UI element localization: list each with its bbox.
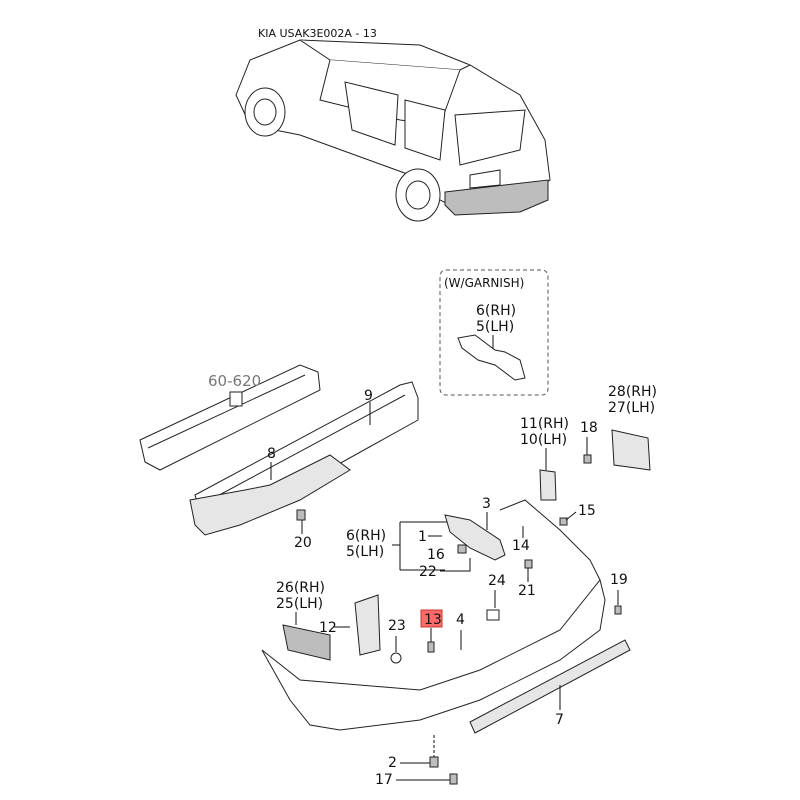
callout-20: 20: [294, 535, 312, 551]
callout-17: 17: [375, 772, 393, 788]
vehicle-illustration: [235, 39, 551, 222]
callout-1: 1: [418, 529, 427, 545]
part-4-bumper-cover: 4: [261, 499, 606, 731]
callout-13-highlight: [420, 609, 443, 628]
bottom-fasteners: 2 17: [375, 735, 458, 788]
back-beam: 60-620: [139, 364, 321, 471]
rear-bumper-highlight: [444, 179, 549, 216]
part-8: 8: [189, 446, 351, 536]
callout-8: 8: [267, 446, 276, 462]
part-11-10-bracket: 11(RH) 10(LH) 18: [520, 416, 598, 501]
inset-title: (W/GARNISH): [444, 276, 524, 290]
callout-13[interactable]: 13: [424, 612, 442, 628]
callout-5-lh: 5(LH): [346, 544, 384, 560]
part-6-5-bracket: 6(RH) 5(LH) 1 3 16 22: [346, 496, 506, 580]
callout-26-rh: 26(RH): [276, 580, 325, 596]
inset-part-rh: 6(RH): [476, 303, 516, 319]
callout-25-lh: 25(LH): [276, 596, 323, 612]
callout-11-rh: 11(RH): [520, 416, 569, 432]
part-12-bracket: 12: [319, 594, 381, 656]
callout-16: 16: [427, 547, 445, 563]
diagram-title: KIA USAK3E002A - 13: [258, 27, 377, 40]
callout-19: 19: [610, 572, 628, 588]
callout-7: 7: [555, 712, 564, 728]
callout-6-rh: 6(RH): [346, 528, 386, 544]
callout-3: 3: [482, 496, 491, 512]
callout-27-lh: 27(LH): [608, 400, 655, 416]
part-13-highlighted[interactable]: 13: [420, 609, 443, 653]
callout-12: 12: [319, 620, 337, 636]
callout-24: 24: [488, 573, 506, 589]
callout-60-620: 60-620: [208, 372, 261, 390]
part-19-screw: 19: [610, 572, 628, 615]
callout-18: 18: [580, 420, 598, 436]
callout-15: 15: [578, 503, 596, 519]
callout-9: 9: [364, 388, 373, 404]
part-28-27-bracket: 28(RH) 27(LH): [608, 384, 657, 471]
part-20-clip: 20: [294, 509, 312, 551]
callout-10-lh: 10(LH): [520, 432, 567, 448]
callout-14: 14: [512, 538, 530, 554]
part-7-lower-grille: 7: [469, 639, 631, 734]
callout-23: 23: [388, 618, 406, 634]
callout-2: 2: [388, 755, 397, 771]
callout-4: 4: [456, 612, 465, 628]
part-26-25-reflector: 26(RH) 25(LH): [276, 580, 331, 661]
callout-22: 22: [419, 564, 437, 580]
part-23: 23: [388, 618, 406, 664]
callout-28-rh: 28(RH): [608, 384, 657, 400]
garnish-inset: (W/GARNISH) 6(RH) 5(LH): [439, 269, 549, 396]
part-24: 24: [486, 573, 506, 621]
inset-part-lh: 5(LH): [476, 319, 514, 335]
callout-21: 21: [518, 583, 536, 599]
